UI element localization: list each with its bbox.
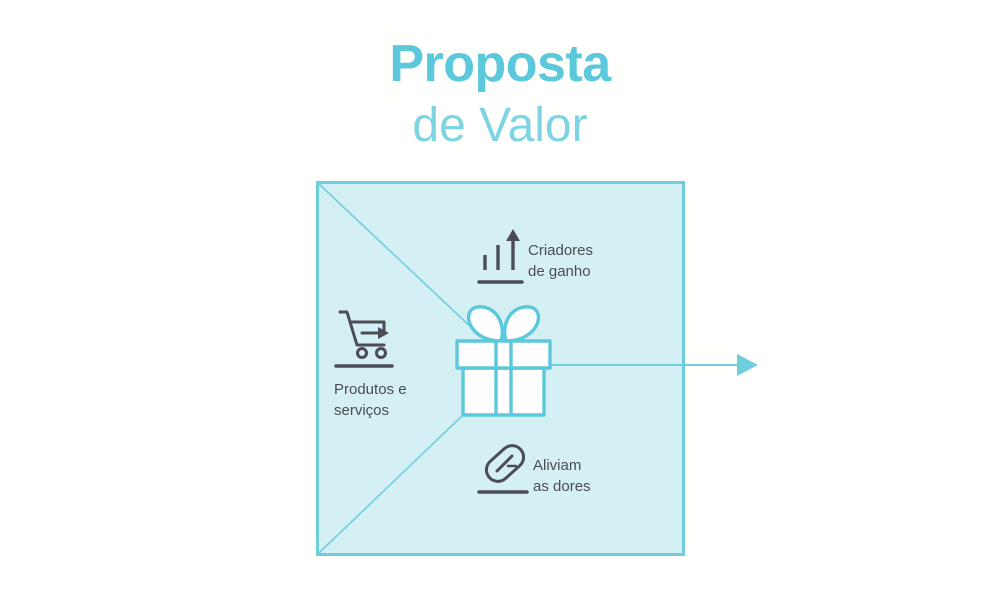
label-pain-relievers: Aliviam as dores	[533, 457, 591, 496]
label-gain-creators: Criadores de ganho	[528, 242, 594, 281]
pill-capsule-body	[484, 444, 526, 483]
bar-chart-arrow-head	[506, 229, 520, 241]
shopping-cart-basket	[338, 310, 386, 347]
label-products-services: Produtos e serviços	[334, 381, 407, 420]
value-delivery-arrow-head	[737, 354, 758, 376]
shopping-cart-wheel-right	[375, 347, 387, 359]
bar-chart-growth-icon	[477, 229, 524, 284]
value-delivery-arrow	[536, 354, 758, 376]
shopping-cart-arrow-head	[378, 327, 389, 339]
shopping-cart-arrow-icon	[334, 310, 394, 368]
gift-bow-left	[466, 305, 505, 343]
gift-box-body	[461, 366, 546, 417]
pill-capsule-icon	[477, 444, 529, 494]
shopping-cart-wheel-left	[356, 347, 368, 359]
gift-box-lid	[455, 339, 552, 370]
gift-bow-right	[502, 305, 541, 343]
gift-box-icon	[455, 305, 552, 417]
pill-capsule-divider	[495, 454, 514, 473]
diagonal-line-bottom	[318, 413, 465, 554]
title-sub-text: de Valor	[412, 99, 588, 152]
diagonal-line-top	[318, 183, 475, 331]
page-title: Proposta de Valor	[0, 38, 1000, 150]
title-main-text: Proposta	[389, 35, 611, 93]
